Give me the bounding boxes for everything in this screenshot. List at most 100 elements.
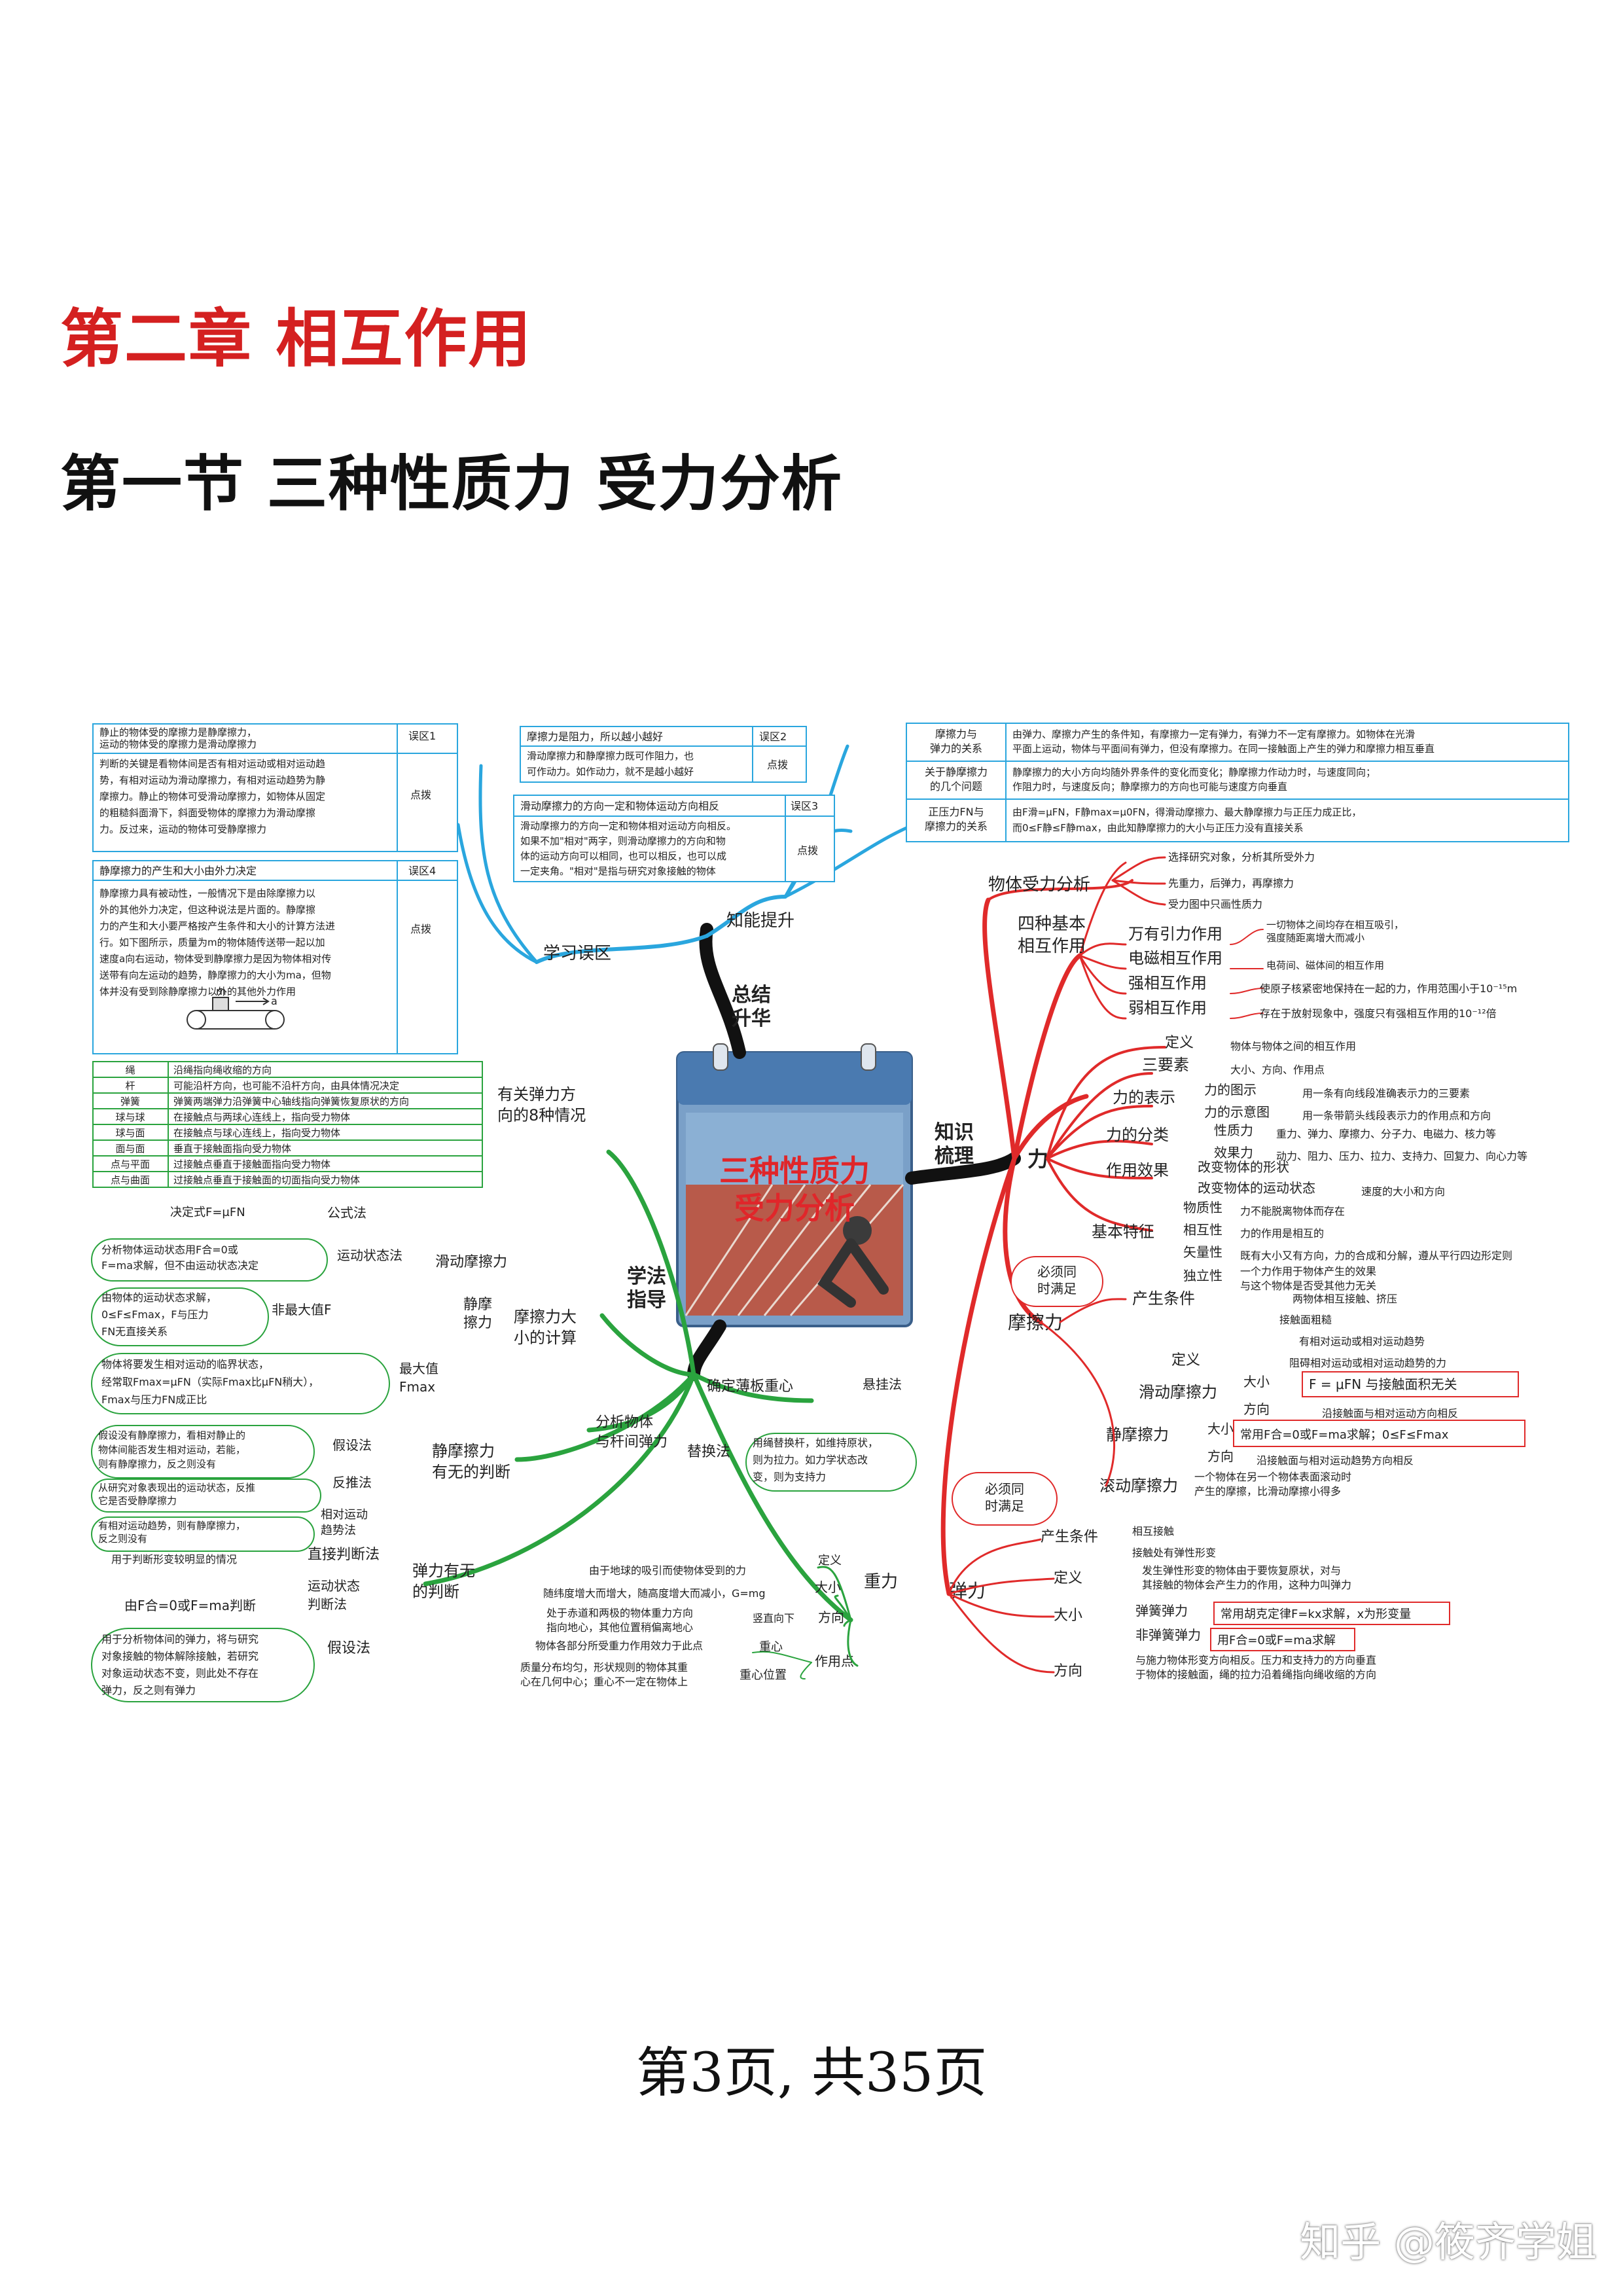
label: 改变物体的运动状态 (1198, 1180, 1315, 1196)
branch-line (691, 1372, 853, 1623)
topic-tl: 弹力 (949, 1580, 986, 1602)
dir-row-value: 可能沿杆方向，也可能不沿杆方向，由具体情况决定 (173, 1080, 399, 1092)
label: 方向 (1054, 1663, 1082, 1679)
label: 万有引力作用 (1128, 925, 1222, 943)
label: 相互性 (1183, 1222, 1222, 1238)
label: 产生条件 (1041, 1529, 1098, 1545)
label: 确定薄板重心 (707, 1378, 793, 1395)
topic-mcj: 摩擦力大小的计算 (514, 1308, 577, 1347)
label: 动力、阻力、压力、拉力、支持力、回复力、向心力等 (1276, 1150, 1527, 1162)
branch-line (606, 1149, 696, 1377)
branch-line (1230, 988, 1264, 994)
label: 与施力物体形变方向相反。压力和支持力的方向垂直于物体的接触面，绳的拉力沿着绳指向… (1135, 1654, 1376, 1681)
label: 用于分析物体间的弹力，将与研究对象接触的物体解除接触，若研究对象运动状态不变，则… (101, 1633, 259, 1696)
label: 分析物体与杆间弹力 (596, 1414, 668, 1450)
branch-line (1046, 1105, 1153, 1160)
runner-icon (817, 1238, 889, 1308)
ydt-box (91, 1238, 328, 1282)
branch-line (1059, 1298, 1127, 1323)
label: 两物体相互接触、挤压 (1293, 1293, 1397, 1305)
label: 一个力作用于物体产生的效果与这个物体是否受其他力无关 (1240, 1265, 1376, 1292)
label: 由弹力、摩擦力产生的条件知，有摩擦力一定有弹力，有弹力不一定有摩擦力。如物体在光… (1012, 728, 1435, 755)
error-3-title (513, 795, 786, 817)
label: 误区4 (408, 865, 436, 877)
label: 弹簧弹力 (1135, 1603, 1188, 1619)
label: 用绳替换杆，如维持原状，则为拉力。如力学状态改变，则为支持力 (753, 1437, 878, 1483)
branch-line (1230, 1013, 1264, 1019)
label: 静摩擦力的大小方向均随外界条件的变化而变化；静摩擦力作动力时，与速度同向；作阻力… (1012, 766, 1376, 793)
label: 点拨 (767, 759, 788, 771)
label: 一切物体之间均存在相互吸引，强度随距离增大而减小 (1266, 919, 1404, 944)
branch-line (599, 1313, 696, 1377)
error-1-title (92, 723, 398, 754)
label: 相对运动趋势法 (321, 1508, 368, 1537)
label: 误区3 (791, 800, 818, 812)
label: 重心 (759, 1640, 783, 1654)
label: 有相对运动或相对运动趋势 (1299, 1335, 1425, 1348)
dir-row-body (168, 1171, 483, 1188)
dir-row-body (168, 1139, 483, 1157)
branch-line-zongjie (699, 923, 746, 1059)
label: 沿接触面与相对运动方向相反 (1322, 1407, 1458, 1420)
dir-row-head (92, 1077, 169, 1094)
label: 误区2 (759, 730, 787, 743)
branch-line (948, 1577, 1055, 1595)
branch-xuefa: 学法指导 (627, 1265, 666, 1312)
formula-box-hd (1302, 1371, 1519, 1397)
error-4-tag (397, 860, 458, 881)
label: 用F合=0或F=ma求解 (1217, 1634, 1336, 1647)
label: 既有大小又有方向，力的合成和分解，遵从平行四边形定则 (1240, 1249, 1512, 1262)
label: 必须同时满足 (1037, 1264, 1077, 1297)
label: 直接判断法 (308, 1547, 380, 1563)
dir-row-value: 垂直于接触面指向受力物体 (173, 1143, 291, 1155)
label: 静止的物体受的摩擦力是静摩擦力，运动的物体受的摩擦力是滑动摩擦力 (99, 726, 257, 750)
label: 滑动摩擦力 (435, 1254, 507, 1270)
label: 三要素 (1142, 1056, 1189, 1074)
block-icon (212, 997, 229, 1011)
error-4-btn (397, 880, 458, 1054)
error-3-body (513, 816, 786, 882)
branch-line (1046, 1157, 1153, 1232)
belt-icon (196, 1010, 275, 1030)
label: 有相对运动趋势，则有静摩擦力，反之则没有 (98, 1520, 245, 1545)
label: 接触处有弹性形变 (1132, 1547, 1216, 1559)
center-photo-sky (686, 1113, 903, 1185)
branch-line (1079, 942, 1127, 957)
dir-row-value: 过接触点垂直于接触面的切面指向受力物体 (173, 1174, 360, 1186)
branch-line (705, 895, 787, 938)
branch-line (1079, 954, 1127, 970)
dir-row-body (168, 1124, 483, 1141)
label: 滑动摩擦力和静摩擦力既可作阻力，也可作动力。如作动力，就不是越小越好 (527, 750, 694, 778)
dir-row-value: 在接触点与球心连线上，指向受力物体 (173, 1127, 340, 1139)
ftf-box (91, 1479, 321, 1513)
label: 接触面粗糙 (1279, 1314, 1332, 1326)
error-2-btn (752, 745, 807, 783)
center-title: 三种性质力 (719, 1153, 870, 1189)
label: 方向 (818, 1609, 844, 1625)
label: 滑动摩擦力的方向一定和物体运动方向相反 (520, 800, 719, 812)
dir-row-value: 沿绳指向绳收缩的方向 (173, 1064, 272, 1076)
topic-zl: 重力 (864, 1572, 898, 1592)
label: 点拨 (410, 789, 431, 801)
label: 大小 (1207, 1421, 1234, 1437)
label: 常用胡克定律F=kx求解，x为形变量 (1221, 1607, 1411, 1621)
branch-line (514, 1372, 696, 1462)
branch-line (1046, 1157, 1153, 1179)
label: 存在于放射现象中，强度只有强相互作用的10⁻¹²倍 (1260, 1007, 1497, 1020)
label: 决定式F=μFN (170, 1206, 245, 1219)
label: 力的图示 (1204, 1082, 1257, 1098)
label: 发生弹性形变的物体由于要恢复原状，对与其接触的物体会产生力的作用，这种力叫弹力 (1142, 1564, 1351, 1591)
label: 基本特征 (1092, 1223, 1154, 1241)
label: 弹力有无的判断 (412, 1562, 475, 1601)
label: 力的表示 (1113, 1088, 1175, 1107)
branch-line (1111, 879, 1166, 885)
label: 速度的大小和方向 (1361, 1185, 1445, 1198)
branch-line-zhishi (905, 1152, 1021, 1185)
label: 静摩擦力具有被动性，一般情况下是由除摩擦力以外的其他外力决定，但这种说法是片面的… (99, 888, 335, 997)
label: 弱相互作用 (1128, 999, 1207, 1017)
dir-row-value: 弹簧两端弹力沿弹簧中心轴线指向弹簧恢复原状的方向 (173, 1096, 409, 1107)
branch-line (948, 1538, 1042, 1595)
